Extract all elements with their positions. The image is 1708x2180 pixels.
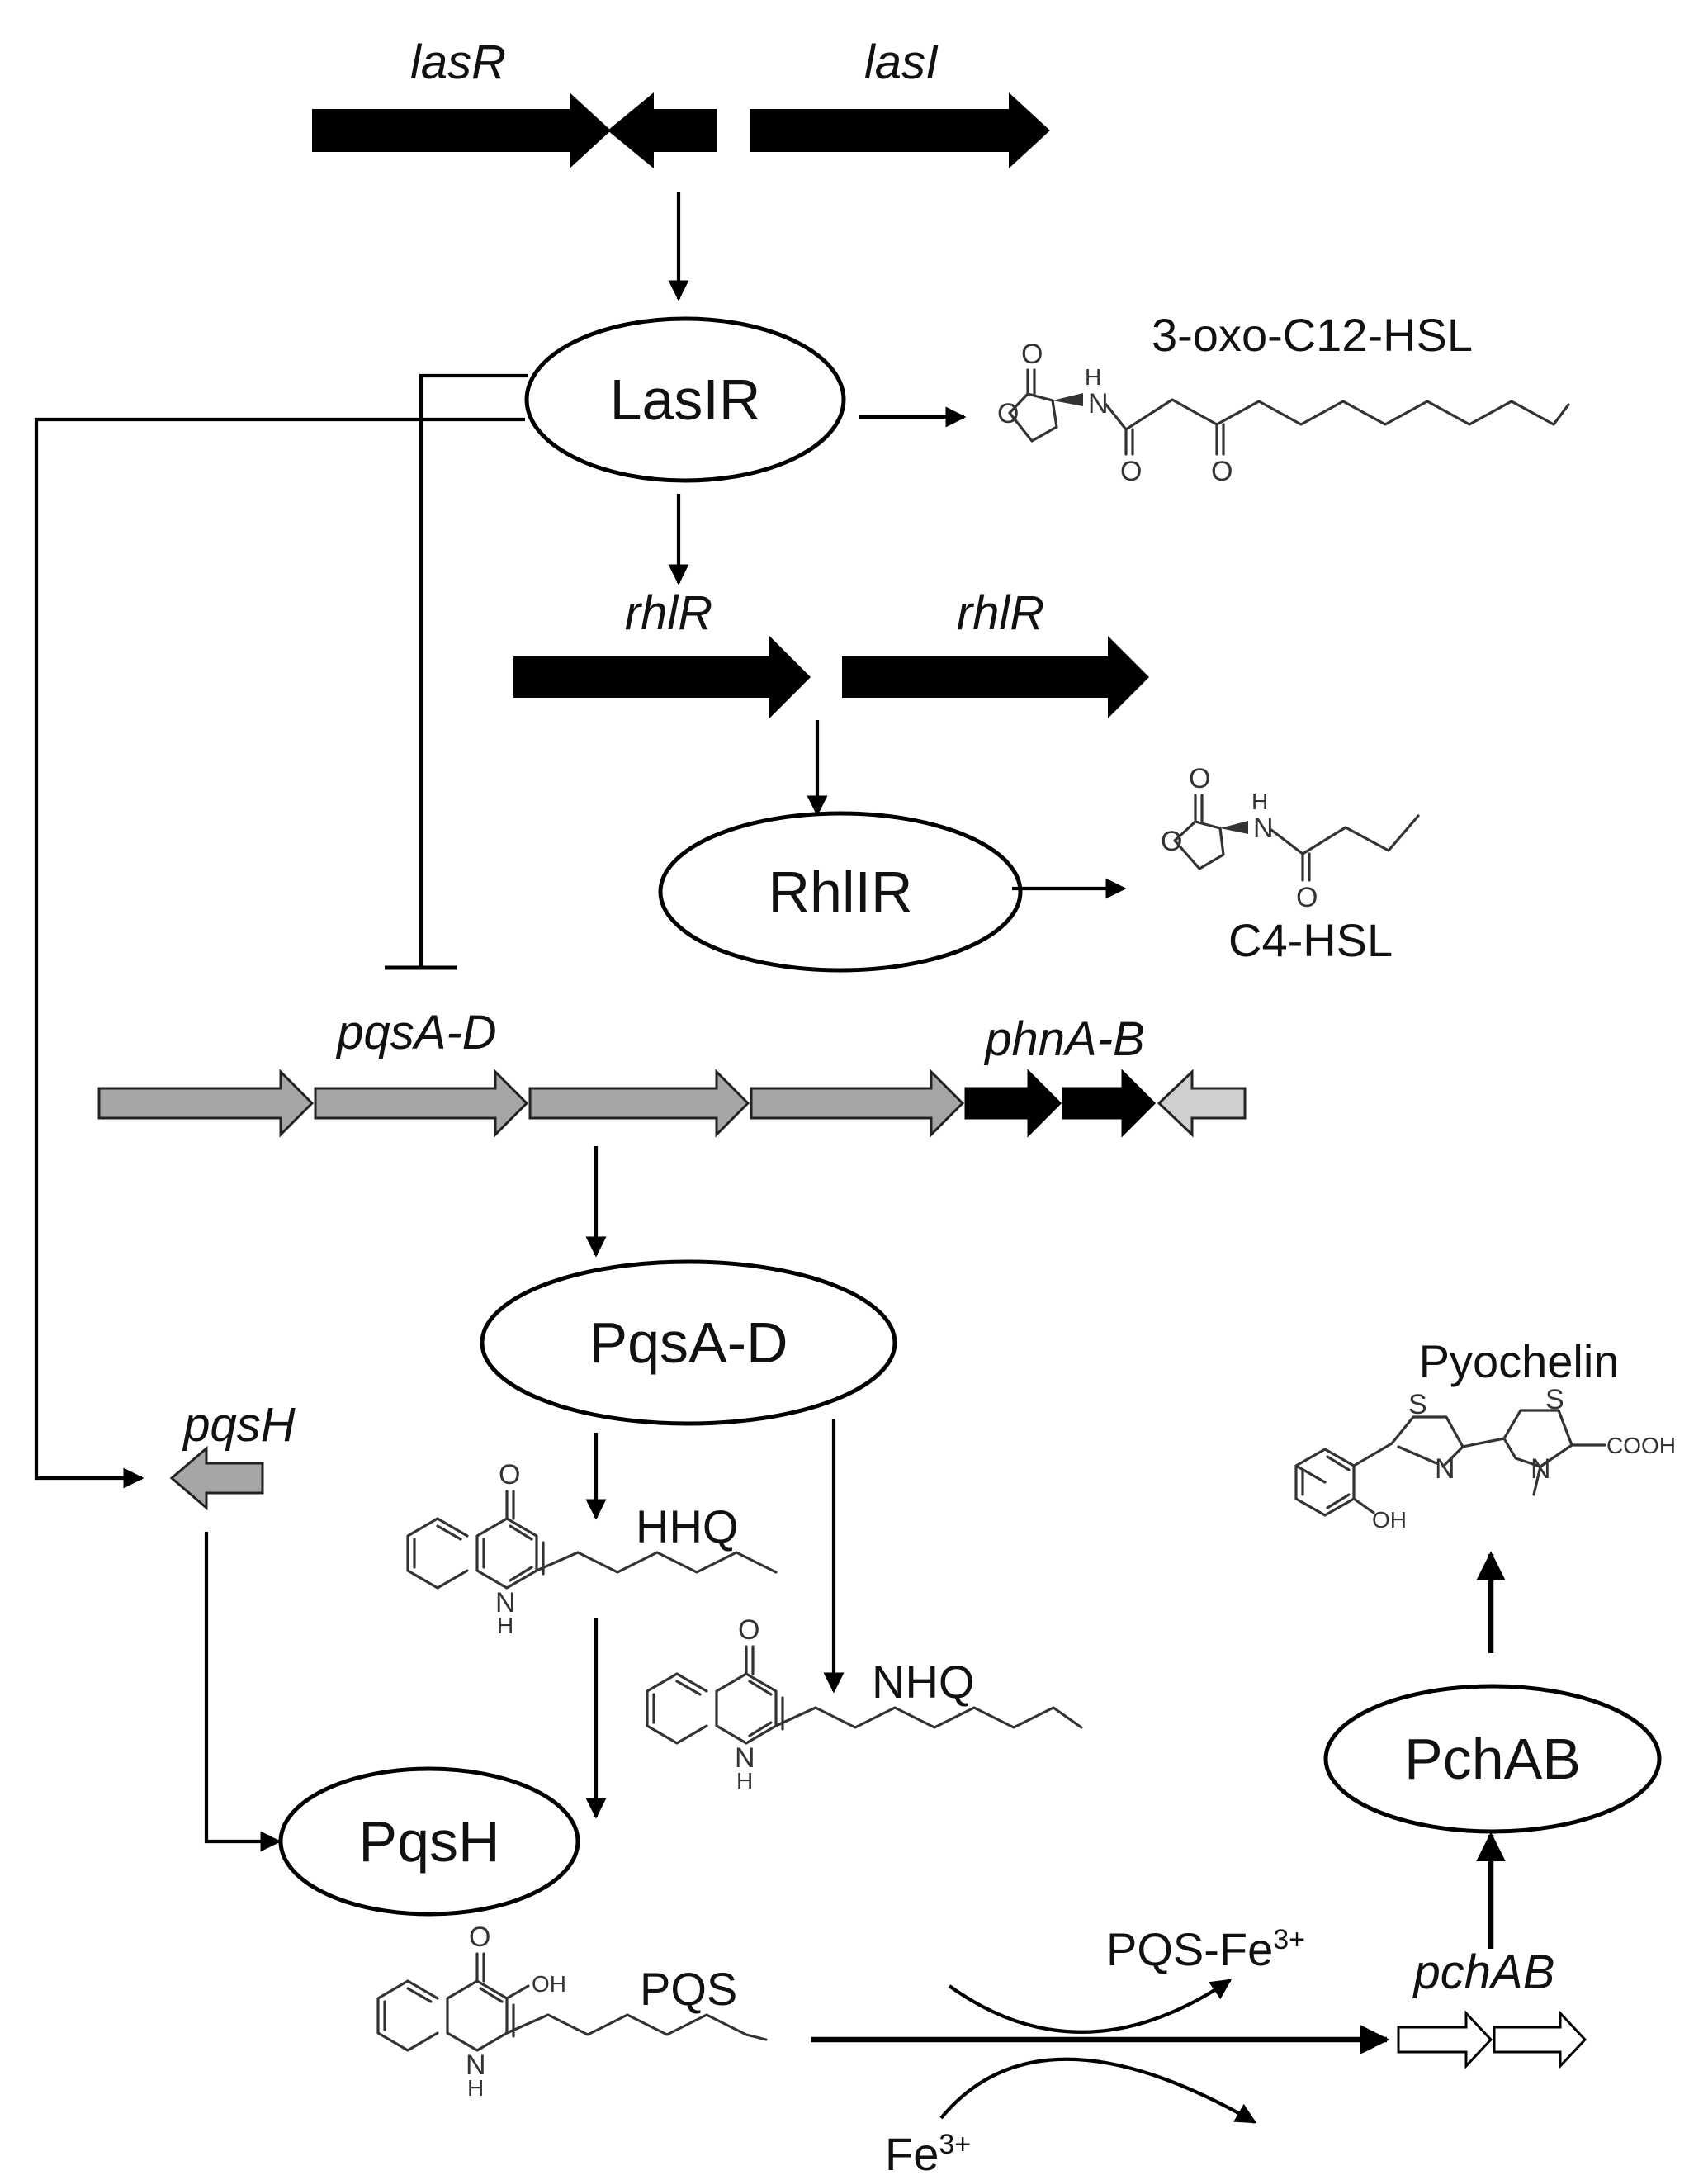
pqsB-gene-arrow: [314, 1069, 529, 1138]
atom-H: H: [736, 1768, 753, 1794]
RhlIR-node: [658, 811, 1023, 973]
PqsH-node: [278, 1766, 580, 1917]
C4-HSL-structure: O O N H O: [1161, 763, 1420, 913]
atom-N: N: [466, 2050, 486, 2081]
rhlR-gene-arrow-1: [513, 636, 811, 718]
3-oxo-C12-HSL-label: 3-oxo-C12-HSL: [1152, 309, 1473, 361]
atom-OH: OH: [532, 1971, 566, 1997]
pqsA-gene-arrow: [97, 1069, 315, 1138]
atom-H: H: [1085, 364, 1101, 390]
HHQ-label: HHQ: [636, 1500, 738, 1552]
atom-O: O: [1021, 339, 1043, 370]
pqsH-gene-arrow: [169, 1445, 264, 1511]
Pyochelin-structure: S N S N OH COOH: [1294, 1384, 1676, 1533]
atom-O: O: [1211, 456, 1233, 487]
PQS-Fe-formation-curve: [948, 1979, 1233, 2034]
LasIR-label: LasIR: [610, 367, 761, 432]
PqsH-label: PqsH: [358, 1809, 499, 1874]
rhlR-gene-label-2: rhlR: [957, 586, 1044, 640]
LasIR-node: [524, 316, 846, 483]
pchAB-gene-label: pchAB: [1412, 1945, 1555, 1999]
atom-COOH: COOH: [1606, 1433, 1676, 1458]
rsaL-gene-arrow: [608, 92, 717, 168]
PqsA-D-label: PqsA-D: [589, 1310, 788, 1375]
Fe-uptake-curve: [939, 2057, 1257, 2124]
C4-HSL-label: C4-HSL: [1228, 914, 1393, 966]
lasI-gene-arrow: [750, 92, 1050, 168]
atom-O: O: [997, 398, 1019, 429]
pchA-gene-arrow: [1397, 2010, 1493, 2069]
PchAB-node: [1323, 1684, 1662, 1834]
pqsA-D-gene-label: pqsA-D: [335, 1006, 496, 1059]
atom-O: O: [738, 1614, 759, 1646]
PQS-structure: O OH N H: [376, 1922, 768, 2101]
atom-N: N: [1253, 813, 1274, 844]
atom-S: S: [1545, 1384, 1564, 1415]
Fe-label: Fe3+: [885, 2128, 971, 2180]
pchB-gene-arrow: [1493, 2010, 1587, 2069]
3-oxo-C12-HSL-structure: O O N H O O: [997, 339, 1570, 487]
Pyochelin-label: Pyochelin: [1419, 1335, 1620, 1387]
rhlR-gene-label-1: rhlR: [625, 586, 712, 640]
atom-S: S: [1408, 1389, 1427, 1420]
phnA-B-gene-label: phnA-B: [983, 1012, 1144, 1066]
atom-N: N: [735, 1742, 755, 1774]
atom-O: O: [1296, 882, 1318, 913]
atom-O: O: [499, 1459, 520, 1490]
rhlR-gene-arrow-2: [842, 636, 1149, 718]
LasIR-inhibits-pqsA-D-line: [419, 373, 528, 968]
atom-O: O: [1120, 456, 1142, 487]
lasR-lasI-locus: lasR lasI: [312, 36, 1050, 168]
RhlIR-label: RhlIR: [768, 860, 912, 924]
rhlR-locus: rhlR rhlR: [513, 586, 1149, 718]
PQS-Fe-label: PQS-Fe3+: [1106, 1923, 1305, 1975]
pqsC-gene-arrow: [528, 1069, 750, 1138]
LasIR-to-pqsH-arrow: [34, 417, 525, 1489]
phnB-gene-arrow: [1062, 1069, 1157, 1138]
atom-N: N: [495, 1587, 516, 1618]
lasR-gene-label: lasR: [410, 36, 506, 89]
atom-H: H: [1251, 789, 1268, 814]
phnA-gene-arrow: [964, 1069, 1062, 1138]
atom-OH: OH: [1372, 1507, 1407, 1533]
PchAB-label: PchAB: [1404, 1727, 1581, 1791]
pqsE-reverse-gene-arrow: [1157, 1069, 1247, 1138]
atom-N: N: [1088, 388, 1109, 419]
atom-N: N: [1435, 1453, 1455, 1485]
lasI-gene-label: lasI: [864, 36, 939, 89]
PQS-label: PQS: [640, 1963, 737, 2015]
NHQ-structure: O N H: [646, 1614, 1083, 1794]
atom-O: O: [1189, 763, 1210, 794]
atom-N: N: [1531, 1453, 1551, 1485]
lasR-gene-arrow: [312, 92, 611, 168]
HHQ-structure: O N H: [406, 1459, 778, 1638]
pqsA-D-operon: pqsA-D phnA-B: [97, 1006, 1247, 1138]
atom-O: O: [1161, 826, 1182, 857]
atom-H: H: [497, 1613, 513, 1638]
PqsA-D-node: [480, 1259, 897, 1426]
pqsD-gene-arrow: [750, 1069, 965, 1138]
atom-O: O: [469, 1922, 490, 1953]
NHQ-label: NHQ: [872, 1656, 974, 1708]
pqsH-to-PqsH-arrow: [204, 1532, 282, 1852]
atom-H: H: [467, 2075, 484, 2101]
pqsH-gene-label: pqsH: [182, 1398, 296, 1452]
